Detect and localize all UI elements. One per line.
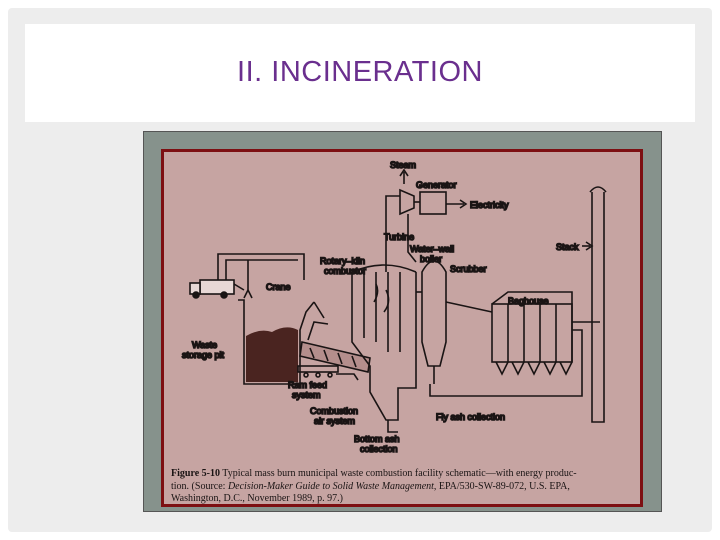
label-baghouse: Baghouse bbox=[508, 296, 549, 306]
caption-figure-number: Figure 5-10 bbox=[171, 468, 220, 479]
baghouse bbox=[445, 291, 573, 376]
label-fly-ash: Fly ash collection bbox=[436, 412, 505, 422]
title-box: II. INCINERATION bbox=[25, 24, 695, 122]
label-electricity: Electricity bbox=[470, 200, 509, 210]
caption-line2-post: , EPA/530-SW-89-072, U.S. EPA, bbox=[433, 480, 570, 492]
label-stack: Stack bbox=[556, 242, 579, 252]
figure-mat: Steam Generator Electricity Turbine Wate… bbox=[143, 131, 662, 512]
truck-icon bbox=[189, 279, 245, 299]
label-waste: Waste bbox=[192, 340, 217, 350]
label-crane: Crane bbox=[266, 282, 291, 292]
label-turbine: Turbine bbox=[384, 232, 414, 242]
label-boiler: boiler bbox=[420, 254, 442, 264]
stack bbox=[582, 186, 607, 423]
figure-caption: Figure 5-10 Typical mass burn municipal … bbox=[171, 468, 637, 504]
waste-storage-pit bbox=[238, 299, 325, 385]
facility-schematic: Steam Generator Electricity Turbine Wate… bbox=[181, 159, 607, 455]
label-combustion: Combustion bbox=[310, 406, 358, 416]
label-combustor: combustor bbox=[324, 266, 366, 276]
caption-line1: Typical mass burn municipal waste combus… bbox=[219, 468, 577, 479]
caption-line3: Washington, D.C., November 1989, p. 97.) bbox=[171, 493, 343, 504]
crane-structure bbox=[217, 253, 305, 299]
label-scrubber: Scrubber bbox=[450, 264, 487, 274]
label-ram-system: system bbox=[292, 390, 321, 400]
label-ram-feed: Ram feed bbox=[288, 380, 327, 390]
caption-source-title: Decision-Maker Guide to Solid Waste Mana… bbox=[227, 480, 434, 492]
label-rotary-kiln: Rotary–kiln bbox=[320, 256, 365, 266]
label-bottom-ash: Bottom ash bbox=[354, 434, 400, 444]
label-generator: Generator bbox=[416, 180, 457, 190]
label-collection: collection bbox=[360, 444, 398, 454]
label-air-system: air system bbox=[314, 416, 355, 426]
caption-line2-pre: tion. (Source: bbox=[171, 480, 228, 492]
flue-duct bbox=[429, 321, 600, 397]
label-storage-pit: storage pit bbox=[182, 350, 225, 360]
label-steam: Steam bbox=[390, 160, 416, 170]
scrubber bbox=[416, 260, 447, 384]
rotary-kiln bbox=[299, 321, 371, 373]
combustion-air-pipe bbox=[336, 373, 359, 381]
turbine-generator bbox=[385, 168, 468, 272]
label-water-wall: Water–wall bbox=[410, 244, 454, 254]
slide-title: II. INCINERATION bbox=[237, 56, 483, 88]
ram-feed-system bbox=[297, 365, 339, 378]
water-wall-boiler bbox=[351, 264, 417, 433]
incineration-diagram: Steam Generator Electricity Turbine Wate… bbox=[161, 149, 643, 507]
